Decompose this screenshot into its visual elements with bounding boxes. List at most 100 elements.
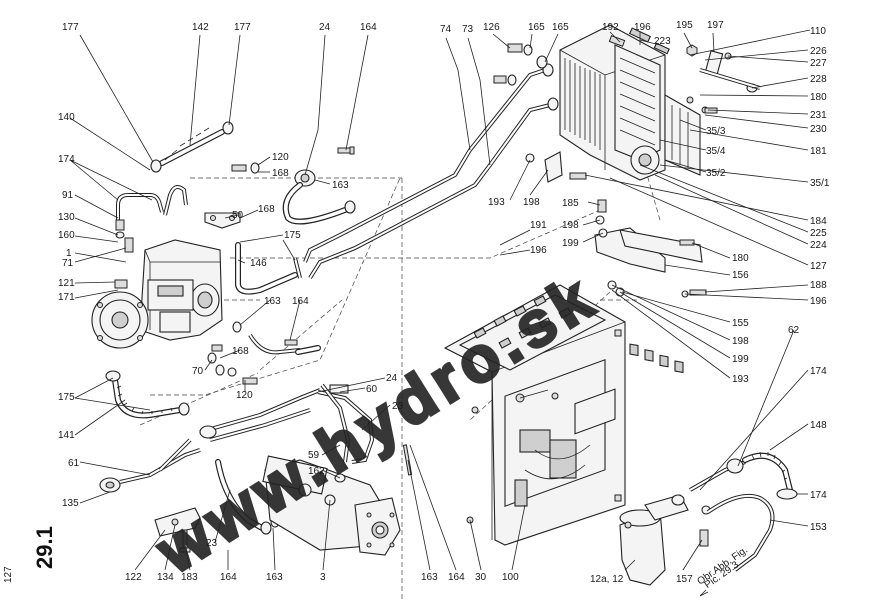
part-label: 193 bbox=[732, 374, 749, 385]
part-label: 174 bbox=[810, 490, 827, 501]
part-label: 230 bbox=[810, 124, 827, 135]
hose-24 bbox=[282, 182, 356, 225]
part-label: 91 bbox=[62, 190, 74, 201]
bracket-156 bbox=[594, 199, 707, 374]
part-label: 157 bbox=[676, 574, 693, 585]
pipes-73-74 bbox=[303, 63, 559, 280]
part-label: 23 bbox=[206, 538, 218, 549]
part-label: 188 bbox=[810, 280, 827, 291]
part-label: 196 bbox=[810, 296, 827, 307]
part-label: 168 bbox=[272, 168, 289, 179]
part-label: 24 bbox=[319, 22, 331, 33]
part-label: 100 bbox=[502, 572, 519, 583]
part-label: 174 bbox=[58, 154, 75, 165]
part-label: 163 bbox=[264, 296, 281, 307]
leader-lines bbox=[69, 29, 811, 571]
part-label: 180 bbox=[810, 92, 827, 103]
part-label: 163 bbox=[332, 180, 349, 191]
part-label: 35/4 bbox=[706, 146, 726, 157]
part-label: 160 bbox=[58, 230, 75, 241]
part-label: 223 bbox=[654, 36, 671, 47]
part-label: 198 bbox=[562, 220, 579, 231]
hose-23-bottom bbox=[215, 459, 280, 535]
part-labels: 177 142 177 24 164 74 73 126 165 165 192… bbox=[58, 20, 830, 585]
bolt-164 bbox=[337, 146, 355, 155]
part-label: 61 bbox=[68, 458, 80, 469]
part-label: 224 bbox=[810, 240, 827, 251]
part-label: 126 bbox=[483, 22, 500, 33]
dashed-guides bbox=[139, 149, 661, 600]
part-label: 148 bbox=[810, 420, 827, 431]
part-label: 175 bbox=[284, 230, 301, 241]
part-label: 199 bbox=[732, 354, 749, 365]
part-label: 225 bbox=[810, 228, 827, 239]
part-label: 120 bbox=[272, 152, 289, 163]
fitting-70 bbox=[207, 344, 258, 385]
part-label: 35/1 bbox=[810, 178, 830, 189]
part-label: 121 bbox=[58, 278, 75, 289]
part-label: 12a, 12 bbox=[590, 574, 624, 585]
part-label: 164 bbox=[448, 572, 465, 583]
part-label: 71 bbox=[62, 258, 74, 269]
part-label: 134 bbox=[157, 572, 174, 583]
part-label: 127 bbox=[810, 261, 827, 272]
reference-note: Obr.Abb. Fig. Pic. 29.3 bbox=[695, 545, 750, 591]
part-label: 177 bbox=[62, 22, 79, 33]
hose-142 bbox=[150, 121, 234, 173]
part-label: 153 bbox=[810, 522, 827, 533]
hose-148 bbox=[742, 451, 798, 500]
part-label: 135 bbox=[62, 498, 79, 509]
section-number: 29.1 bbox=[32, 526, 57, 569]
part-label: 146 bbox=[250, 258, 267, 269]
part-label: 164 bbox=[220, 572, 237, 583]
part-label: 35/2 bbox=[706, 168, 726, 179]
note-arrow bbox=[699, 589, 709, 597]
part-label: 196 bbox=[530, 245, 547, 256]
part-label: 174 bbox=[810, 366, 827, 377]
part-label: 50 bbox=[232, 210, 244, 221]
pipe-174 bbox=[116, 184, 188, 222]
part-label: 120 bbox=[236, 390, 253, 401]
part-label: 163 bbox=[421, 572, 438, 583]
hose-146 bbox=[235, 242, 302, 295]
cylinder-3 bbox=[262, 444, 413, 556]
small-hardware-topright bbox=[608, 35, 761, 114]
part-label: 142 bbox=[192, 22, 209, 33]
part-label: 122 bbox=[125, 572, 142, 583]
part-label: 180 bbox=[732, 253, 749, 264]
part-label: 140 bbox=[58, 112, 75, 123]
part-label: 198 bbox=[732, 336, 749, 347]
part-label: 24 bbox=[386, 373, 398, 384]
part-label: 193 bbox=[488, 197, 505, 208]
part-label: 181 bbox=[810, 146, 827, 157]
part-label: 195 bbox=[676, 20, 693, 31]
part-label: 231 bbox=[810, 110, 827, 121]
part-label: 177 bbox=[234, 22, 251, 33]
part-label: 1 bbox=[66, 248, 72, 259]
part-label: 164 bbox=[292, 296, 309, 307]
part-label: 198 bbox=[523, 197, 540, 208]
part-label: 168 bbox=[232, 346, 249, 357]
part-label: 162 bbox=[308, 466, 325, 477]
bracket-122 bbox=[154, 507, 201, 553]
hose-153 bbox=[699, 493, 775, 572]
part-label: 59 bbox=[308, 450, 320, 461]
pipe-23 bbox=[317, 383, 375, 464]
part-label: 183 bbox=[181, 572, 198, 583]
part-label: 70 bbox=[192, 366, 204, 377]
part-label: 30 bbox=[475, 572, 487, 583]
part-label: 192 bbox=[602, 22, 619, 33]
pipe-168-middle bbox=[232, 321, 321, 355]
part-label: 199 bbox=[562, 238, 579, 249]
part-label: 191 bbox=[530, 220, 547, 231]
part-label: 35/3 bbox=[706, 126, 726, 137]
part-label: 168 bbox=[258, 204, 275, 215]
pipes-60-61 bbox=[99, 388, 321, 493]
part-label: 228 bbox=[810, 74, 827, 85]
part-label: 141 bbox=[58, 430, 75, 441]
part-label: 130 bbox=[58, 212, 75, 223]
hose-141 bbox=[105, 370, 190, 419]
part-label: 74 bbox=[440, 24, 452, 35]
part-label: 175 bbox=[58, 392, 75, 403]
part-label: 156 bbox=[732, 270, 749, 281]
